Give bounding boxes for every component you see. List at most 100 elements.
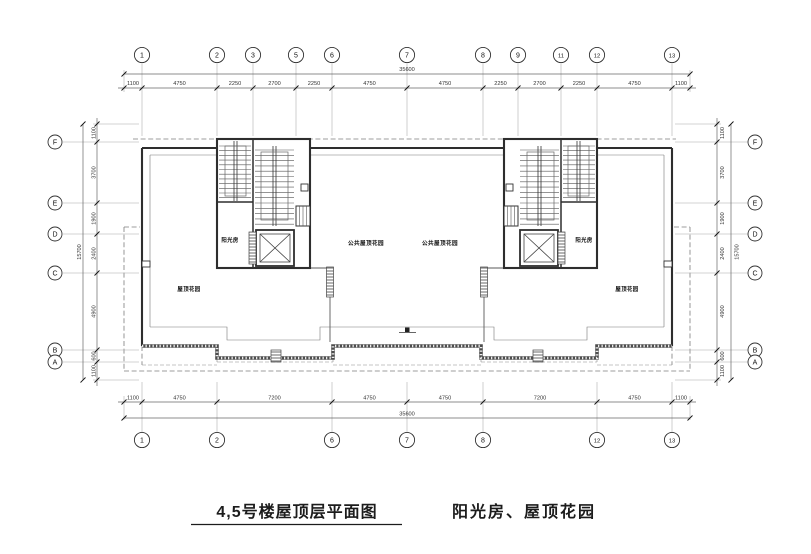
- tick-mark: [669, 85, 675, 91]
- grid-bubble-label: 8: [481, 437, 485, 444]
- grid-bubble-label: 6: [330, 52, 334, 59]
- dimension-value: 4750: [439, 81, 451, 87]
- dimension-value: 35600: [399, 67, 415, 73]
- tick-mark: [94, 377, 100, 383]
- grid-bubble: [588, 46, 606, 64]
- grid-bubble-label: 5: [294, 52, 298, 59]
- tick-mark: [94, 270, 100, 276]
- dimension-value: 3700: [92, 166, 98, 178]
- dimension-value: 4750: [363, 81, 375, 87]
- tick-mark: [94, 231, 100, 237]
- grid-bubble: [398, 46, 416, 64]
- grid-bubble: [474, 46, 492, 64]
- grid-bubble-label: 2: [215, 437, 219, 444]
- stair-stringer-right-b: [537, 146, 542, 226]
- stair-stringer-left-a: [233, 141, 238, 201]
- tick-mark: [594, 85, 600, 91]
- tick-mark: [94, 347, 100, 353]
- grid-bubble-label: 13: [669, 53, 675, 59]
- stair-rail-left-a: [224, 145, 247, 197]
- dimension-value: 15700: [77, 244, 83, 260]
- tick-mark: [687, 85, 693, 91]
- tick-mark: [714, 359, 720, 365]
- dimension-value: 4750: [628, 396, 640, 402]
- roof-access-ladders: [270, 266, 544, 363]
- elevator-x-right: [523, 233, 555, 263]
- grid-bubble-label: 9: [516, 52, 520, 59]
- grid-bubble: [133, 431, 151, 449]
- grid-bubble: [552, 46, 570, 64]
- dimension-value: 600: [92, 351, 98, 360]
- tick-mark: [214, 399, 220, 405]
- dimension-value: 2250: [494, 81, 506, 87]
- tick-mark: [480, 85, 486, 91]
- tick-mark: [515, 85, 521, 91]
- grid-bubble: [47, 226, 63, 242]
- dimension-value: 3700: [720, 166, 726, 178]
- grid-bubble-label: F: [753, 139, 757, 146]
- stair-rail-left-b: [260, 151, 289, 221]
- grid-bubble: [747, 354, 763, 370]
- drawing-subtitle: 阳光房、屋顶花园: [452, 502, 596, 521]
- grid-bubble: [244, 46, 262, 64]
- grid-bubble: [208, 431, 226, 449]
- tick-mark: [250, 85, 256, 91]
- tick-mark: [94, 200, 100, 206]
- stair-treads-left-b: [255, 149, 294, 225]
- tick-mark: [687, 399, 693, 405]
- elevator-x-left: [259, 233, 291, 263]
- roof-inner-lines: [149, 154, 665, 341]
- grid-bubble-label: 3: [251, 52, 255, 59]
- tick-mark: [121, 399, 127, 405]
- tick-mark: [139, 399, 145, 405]
- tick-mark: [121, 85, 127, 91]
- tick-mark: [714, 270, 720, 276]
- room-label-garden-right: 屋顶花园: [615, 285, 638, 293]
- tick-mark: [293, 85, 299, 91]
- grid-bubble-label: D: [752, 231, 757, 238]
- tick-mark: [687, 71, 693, 77]
- tick-mark: [214, 85, 220, 91]
- tick-mark: [80, 121, 86, 127]
- grid-bubble: [588, 431, 606, 449]
- grid-bubble: [747, 226, 763, 242]
- tick-mark: [94, 121, 100, 127]
- terrace-parapet-band: [142, 344, 672, 360]
- dimension-value: 4750: [173, 396, 185, 402]
- grid-bubble: [47, 354, 63, 370]
- tick-mark: [714, 231, 720, 237]
- grid-bubble: [747, 195, 763, 211]
- dimension-value: 2400: [92, 247, 98, 259]
- tick-mark: [714, 121, 720, 127]
- grid-bubble: [47, 195, 63, 211]
- grid-bubble: [47, 265, 63, 281]
- dimension-value: 7200: [534, 396, 546, 402]
- elevator-duct-left: [248, 231, 257, 265]
- dimension-value: 1100: [92, 127, 98, 139]
- tick-mark: [714, 377, 720, 383]
- grid-bubble-label: B: [753, 347, 758, 354]
- tick-mark: [121, 71, 127, 77]
- roof-detail-squares: [141, 183, 673, 268]
- tick-mark: [714, 200, 720, 206]
- tick-mark: [714, 347, 720, 353]
- tick-mark: [80, 377, 86, 383]
- grid-bubble-label: 7: [405, 437, 409, 444]
- dimension-value: 4750: [628, 81, 640, 87]
- room-label-garden-left: 屋顶花园: [177, 285, 200, 293]
- eave-dashed-lines: [123, 138, 691, 372]
- room-label-public-garden-left: 公共屋顶花园: [348, 239, 384, 247]
- dimension-value: 4900: [92, 305, 98, 317]
- dimension-value: 2250: [229, 81, 241, 87]
- dimension-value: 4750: [173, 81, 185, 87]
- grid-bubble-label: 13: [669, 438, 675, 444]
- grid-bubble-label: D: [52, 231, 57, 238]
- stair-stringer-right-a: [576, 141, 581, 201]
- dimension-value: 2250: [308, 81, 320, 87]
- dimension-value: 1900: [92, 212, 98, 224]
- drawing-title: 4,5号楼屋顶层平面图: [216, 502, 377, 521]
- grid-bubble-label: A: [53, 359, 58, 366]
- grid-bubble: [509, 46, 527, 64]
